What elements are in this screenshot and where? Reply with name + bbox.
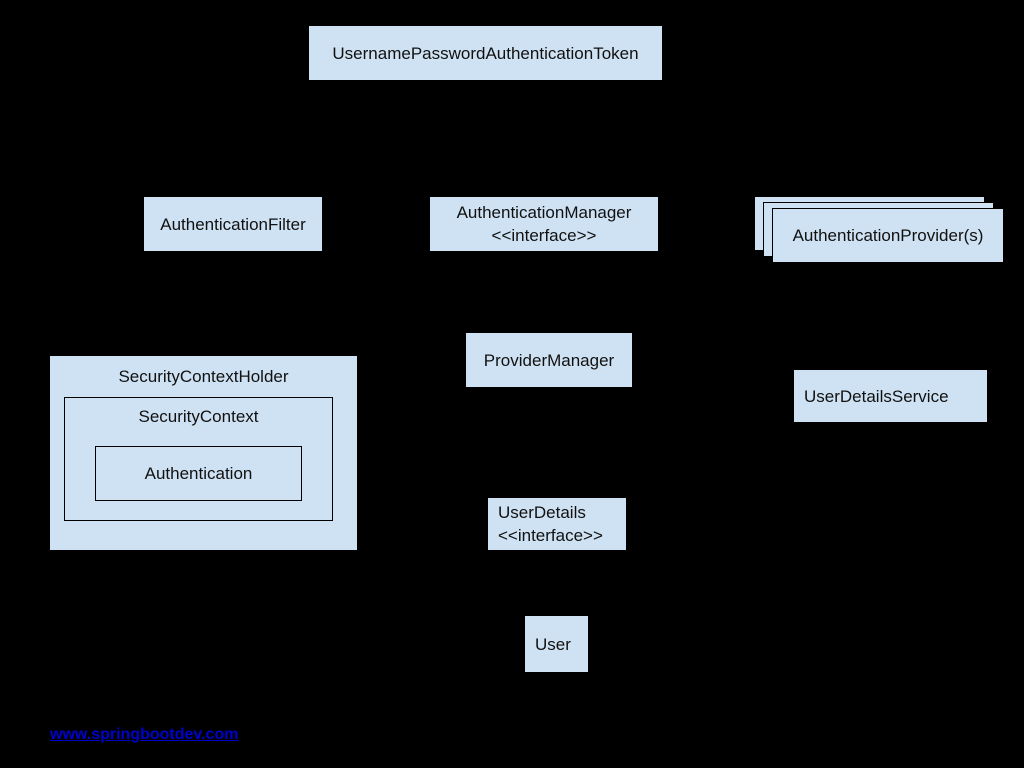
box-label: AuthenticationManager	[456, 203, 632, 222]
box-label: UserDetailsService	[804, 386, 949, 406]
box-label: SecurityContext	[138, 407, 259, 426]
box-label: AuthenticationProvider(s)	[792, 226, 984, 245]
box-authentication-filter: AuthenticationFilter	[143, 196, 323, 252]
box-authentication-manager: AuthenticationManager <<interface>>	[429, 196, 659, 252]
box-user-details: UserDetails <<interface>>	[487, 497, 627, 551]
box-label: User	[535, 634, 571, 654]
box-user-details-service: UserDetailsService	[793, 369, 988, 423]
box-label: UserDetails	[498, 503, 586, 522]
box-authentication-providers: AuthenticationProvider(s)	[772, 208, 1004, 263]
box-label: UsernamePasswordAuthenticationToken	[332, 43, 639, 63]
box-security-context-holder: SecurityContextHolder SecurityContext Au…	[49, 355, 358, 551]
box-label: SecurityContextHolder	[118, 367, 289, 386]
box-username-password-authentication-token: UsernamePasswordAuthenticationToken	[308, 25, 663, 81]
box-stereotype: <<interface>>	[491, 226, 597, 245]
box-label: AuthenticationFilter	[160, 214, 306, 234]
box-label: Authentication	[144, 464, 253, 483]
box-authentication: Authentication	[95, 446, 302, 501]
website-link[interactable]: www.springbootdev.com	[50, 726, 239, 743]
box-provider-manager: ProviderManager	[465, 332, 633, 388]
box-stereotype: <<interface>>	[498, 526, 603, 545]
box-security-context: SecurityContext Authentication	[64, 397, 333, 521]
box-label: ProviderManager	[483, 350, 615, 370]
box-user: User	[524, 615, 589, 673]
